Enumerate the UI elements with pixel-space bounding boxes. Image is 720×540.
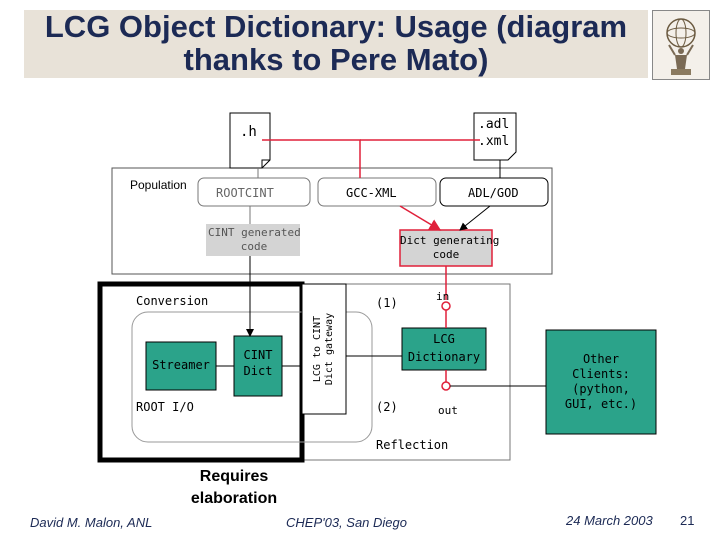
adl-file-shape	[473, 112, 517, 161]
dict-generating-label-2: code	[432, 248, 460, 261]
requires-line-2: elaboration	[190, 490, 278, 507]
gateway-box	[301, 283, 347, 415]
cint-generated-label-1: CINT generated	[208, 226, 301, 239]
gccxml-to-dict-line	[399, 205, 442, 231]
footer-date: 24 March 2003	[566, 513, 653, 528]
other-clients-line-1: Other	[582, 352, 620, 366]
conversion-area	[131, 311, 373, 443]
population-label: Population	[130, 178, 187, 192]
requires-line-1: Requires	[199, 468, 269, 485]
requires-elaboration-note: Requires elaboration	[170, 466, 298, 510]
gateway-label-1: LCG to CINT	[312, 315, 323, 383]
h-file-shape	[229, 112, 271, 169]
rootcint-box	[197, 177, 311, 207]
dict-generating-label-1: Dict generating	[400, 234, 500, 247]
adl-file-label-1: .adl	[478, 117, 510, 132]
cint-dict-label-1: CINT	[243, 348, 273, 362]
root-io-label: ROOT I/O	[136, 400, 194, 414]
cint-dict-label-2: Dict	[243, 364, 273, 378]
streamer-box	[145, 341, 217, 391]
other-clients-box	[545, 329, 657, 435]
in-port	[441, 301, 451, 311]
title-line-1: LCG Object Dictionary: Usage (diagram	[44, 9, 628, 44]
adlgod-box	[439, 177, 549, 207]
marker-1-label: (1)	[376, 296, 398, 310]
dict-generating-box	[399, 229, 493, 267]
streamer-label: Streamer	[152, 358, 210, 372]
gccxml-box	[317, 177, 437, 207]
title-band	[24, 10, 648, 78]
lcg-dict-label-2: Dictionary	[407, 350, 481, 364]
out-label: out	[438, 404, 458, 417]
adl-file-label-2: .xml	[478, 134, 510, 149]
lcg-dict-label-1: LCG	[433, 332, 455, 346]
conversion-label: Conversion	[136, 294, 209, 308]
cint-generated-label-2: code	[240, 240, 268, 253]
other-clients-line-3: (python,	[572, 382, 630, 396]
other-clients-line-4: GUI, etc.)	[564, 397, 638, 411]
cint-generated-box	[206, 224, 300, 256]
other-clients-line-2: Clients:	[572, 367, 630, 381]
reflection-label: Reflection	[376, 438, 449, 452]
cint-dict-box	[233, 335, 283, 397]
rootcint-label: ROOTCINT	[216, 186, 274, 200]
lcg-dictionary-box	[401, 327, 487, 371]
other-clients-label: Other Clients: (python, GUI, etc.)	[546, 352, 656, 412]
in-label: in	[436, 290, 450, 303]
adlgod-label: ADL/GOD	[468, 186, 519, 200]
footer-page-number: 21	[680, 513, 695, 528]
gateway-label-2: Dict gateway	[324, 312, 335, 386]
atlas-figure-icon	[652, 10, 710, 80]
marker-2-label: (2)	[376, 400, 398, 414]
gccxml-label: GCC-XML	[346, 186, 397, 200]
title-line-2: thanks to Pere Mato)	[183, 42, 489, 77]
footer-conference: CHEP'03, San Diego	[286, 515, 407, 530]
footer-author: David M. Malon, ANL	[30, 515, 153, 530]
gateway-label-wrap: LCG to CINT Dict gateway	[302, 284, 346, 414]
h-file-label: .h	[240, 124, 257, 140]
out-port	[441, 381, 451, 391]
slide-title: LCG Object Dictionary: Usage (diagram th…	[24, 10, 648, 76]
